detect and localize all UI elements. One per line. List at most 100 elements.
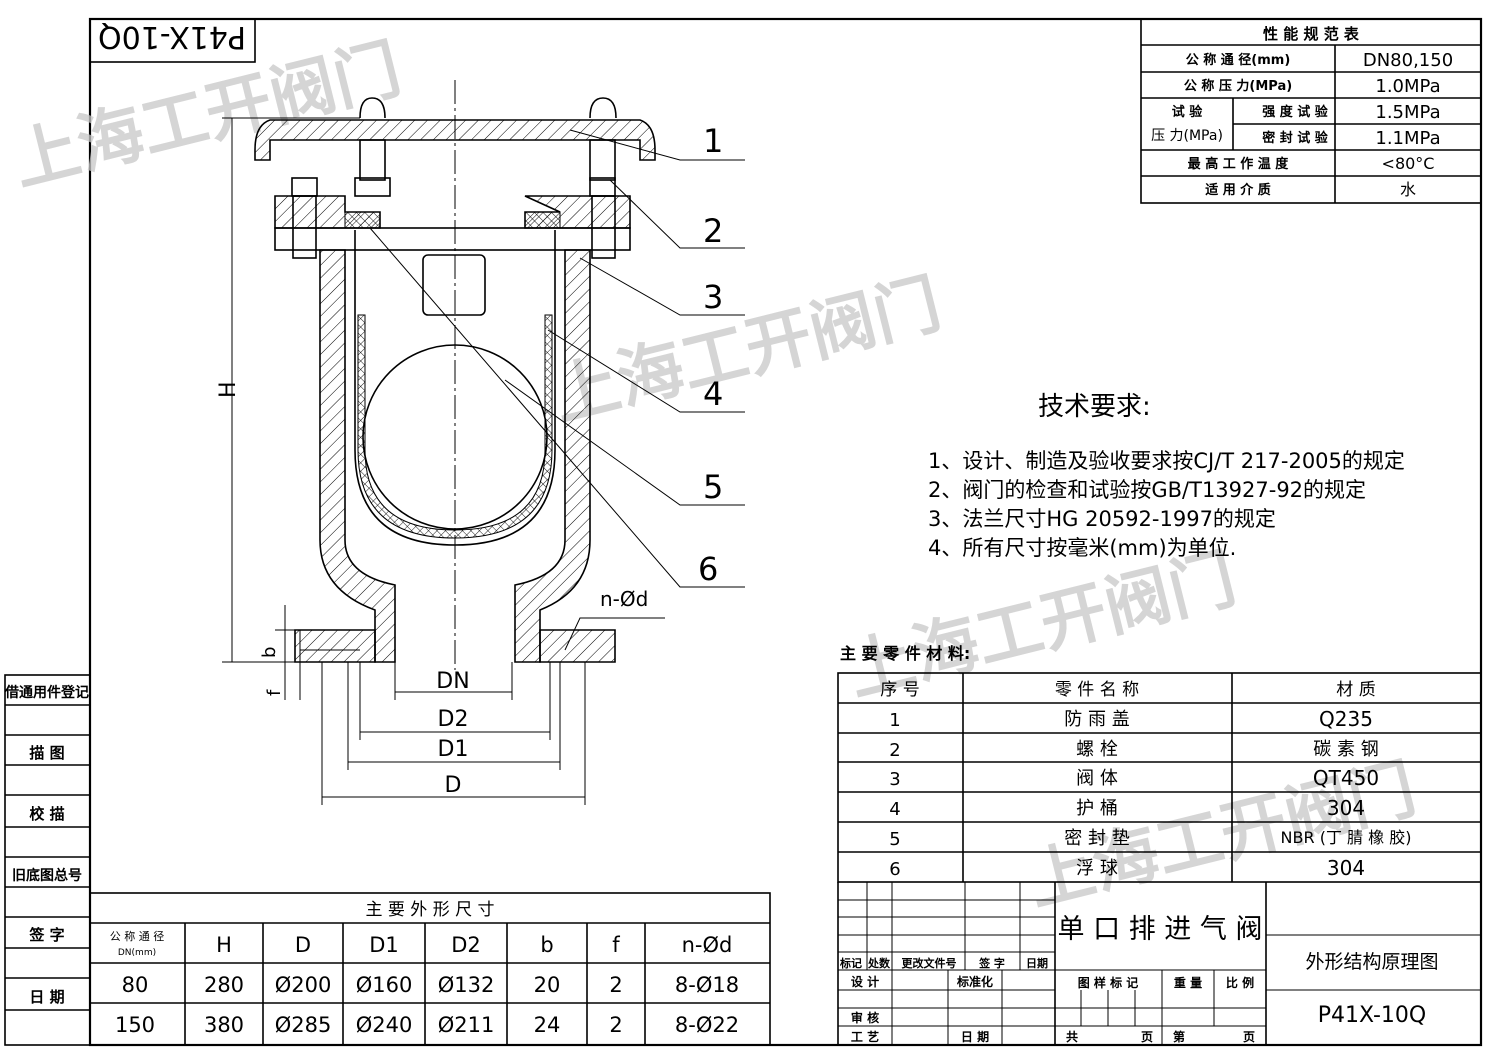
dim-cell: 8-Ø18	[675, 973, 739, 997]
dim-header: D	[295, 933, 311, 957]
part-material: NBR (丁 腈 橡 胶)	[1281, 828, 1412, 847]
page-label: 页	[1243, 1030, 1255, 1044]
weight-label: 重 量	[1174, 975, 1202, 990]
dim-cell: Ø240	[356, 1013, 413, 1037]
part-material: Q235	[1319, 707, 1373, 731]
tech-req-item: 1、设计、制造及验收要求按CJ/T 217-2005的规定	[928, 449, 1405, 473]
dim-DN: DN	[436, 669, 469, 694]
drawing-title: 外形结构原理图	[1305, 951, 1438, 973]
part-name: 密 封 垫	[1064, 828, 1129, 849]
dim-cell: 8-Ø22	[675, 1013, 739, 1037]
left-strip-label: 借通用件登记	[4, 684, 89, 701]
dim-header: f	[612, 933, 620, 957]
dim-cell: 24	[534, 1013, 561, 1037]
callout-5: 5	[703, 468, 723, 506]
process-label: 工 艺	[851, 1029, 879, 1044]
dim-cell: Ø200	[275, 973, 332, 997]
rev-header: 标记	[839, 956, 862, 970]
perf-group-label: 压 力(MPa)	[1151, 128, 1223, 144]
tech-req-item: 2、阀门的检查和试验按GB/T13927-92的规定	[928, 478, 1366, 502]
parts-header: 序 号	[880, 680, 919, 700]
dim-cell: 380	[204, 1013, 244, 1037]
parts-caption: 主 要 零 件 材 料:	[840, 644, 970, 663]
valve-section-view: 1 2 3 4 5 6 H b f n-Ød DN D2 D1 D	[216, 80, 745, 805]
tech-req-item: 3、法兰尺寸HG 20592-1997的规定	[928, 507, 1276, 531]
dim-D2: D2	[438, 707, 469, 732]
dim-cell: Ø285	[275, 1013, 332, 1037]
parts-row: 4 护 桶 304	[889, 796, 1365, 820]
dim-D1: D1	[438, 737, 469, 762]
dim-cell: Ø211	[438, 1013, 495, 1037]
dim-cell: 2	[609, 1013, 622, 1037]
perf-value: 1.1MPa	[1375, 128, 1440, 149]
total-pages-label: 共	[1066, 1029, 1078, 1044]
rain-cap	[254, 119, 656, 161]
part-name: 防 雨 盖	[1064, 709, 1129, 730]
part-no: 4	[889, 799, 900, 820]
dim-cell: 80	[122, 973, 149, 997]
part-name: 阀 体	[1076, 768, 1118, 789]
left-strip-label: 旧底图总号	[12, 867, 82, 884]
dim-cell: 2	[609, 973, 622, 997]
dimension-table-title: 主 要 外 形 尺 寸	[365, 900, 494, 920]
left-strip-label: 描 图	[29, 744, 64, 762]
left-strip-label: 日 期	[29, 988, 64, 1006]
parts-row: 1 防 雨 盖 Q235	[889, 707, 1373, 731]
drawing-frame	[88, 17, 1483, 1047]
callout-6: 6	[698, 550, 718, 588]
part-material: 304	[1327, 796, 1365, 820]
dim-n-od: n-Ød	[600, 587, 648, 611]
part-no: 1	[889, 710, 900, 731]
sheet-label: 第	[1173, 1029, 1185, 1044]
parts-row: 6 浮 球 304	[889, 856, 1365, 880]
part-no: 6	[889, 859, 900, 880]
dim-cell: Ø160	[356, 973, 413, 997]
part-no: 3	[889, 769, 900, 790]
dim-header: 公 称 通 径	[110, 929, 165, 943]
dim-cell: Ø132	[438, 973, 495, 997]
watermark: 上海工开阀门	[5, 30, 408, 201]
dim-cell: 150	[115, 1013, 155, 1037]
review-label: 审 核	[851, 1010, 879, 1025]
part-no: 5	[889, 829, 900, 850]
rev-header: 签 字	[978, 956, 1005, 970]
perf-label: 密 封 试 验	[1261, 130, 1329, 146]
dim-b: b	[259, 647, 280, 658]
parts-row: 2 螺 栓 碳 素 钢	[889, 739, 1378, 761]
perf-value: DN80,150	[1363, 50, 1453, 71]
dim-header: H	[216, 933, 232, 957]
rev-header: 日期	[1026, 956, 1048, 970]
callout-3: 3	[703, 278, 723, 316]
perf-group-label: 试 验	[1172, 104, 1204, 120]
parts-row: 5 密 封 垫 NBR (丁 腈 橡 胶)	[889, 828, 1411, 850]
dimension-row: 150 380 Ø285 Ø240 Ø211 24 2 8-Ø22	[115, 1013, 739, 1037]
drawing-code-box: P41X-10Q	[89, 18, 256, 63]
dim-header: DN(mm)	[118, 948, 156, 958]
parts-header: 材 质	[1336, 680, 1375, 700]
perf-value: 1.0MPa	[1375, 76, 1440, 97]
part-name: 护 桶	[1076, 798, 1118, 819]
perf-label: 强 度 试 验	[1262, 104, 1329, 120]
perf-value: 水	[1400, 180, 1416, 199]
dim-H: H	[216, 381, 241, 398]
callout-4: 4	[703, 375, 723, 413]
tech-req-item: 4、所有尺寸按毫米(mm)为单位.	[928, 536, 1236, 560]
left-strip-label: 校 描	[29, 805, 64, 823]
technical-requirements: 技术要求: 1、设计、制造及验收要求按CJ/T 217-2005的规定 2、阀门…	[928, 392, 1405, 560]
title-block: 标记 处数 更改文件号 签 字 日期 设 计 标准化 审 核 工 艺 日 期 单…	[837, 882, 1481, 1045]
standardize-label: 标准化	[956, 974, 993, 989]
drawing-code-rotated: P41X-10Q	[98, 19, 246, 54]
part-material: 碳 素 钢	[1313, 739, 1378, 760]
date-label: 日 期	[961, 1029, 989, 1044]
dim-header: D1	[369, 933, 399, 957]
dim-header: b	[540, 933, 553, 957]
left-strip-frame	[4, 674, 91, 1046]
perf-value: 1.5MPa	[1375, 102, 1440, 123]
dimension-row: 80 280 Ø200 Ø160 Ø132 20 2 8-Ø18	[122, 973, 739, 997]
perf-label: 适 用 介 质	[1205, 182, 1271, 198]
drawing-number: P41X-10Q	[1318, 1003, 1427, 1028]
dim-header: n-Ød	[682, 933, 733, 957]
product-name: 单 口 排 进 气 阀	[1058, 914, 1263, 945]
page-label: 页	[1141, 1030, 1153, 1044]
